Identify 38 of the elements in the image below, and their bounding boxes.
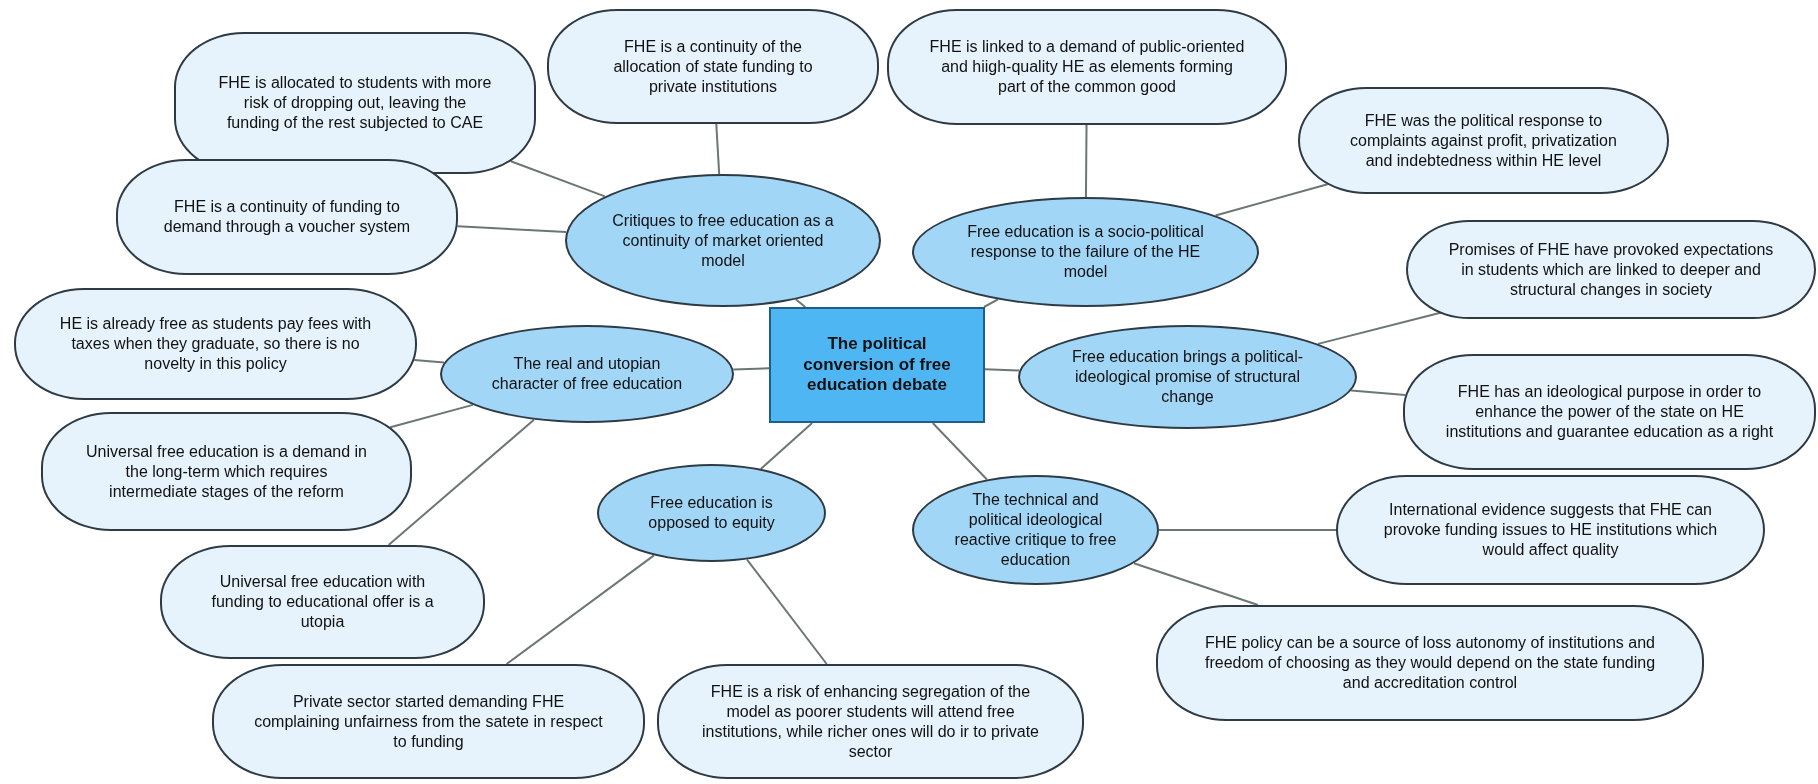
connector-line — [509, 160, 606, 198]
connector-line — [1350, 389, 1407, 397]
connector-line — [1214, 183, 1329, 217]
connector-line — [1084, 124, 1088, 198]
node-text: Free education brings a political-ideological promise of structural change — [1070, 347, 1305, 407]
node-text: Critiques to free education as a continuity of market oriented model — [611, 210, 835, 271]
connector-line — [1132, 562, 1259, 606]
node-text: FHE policy can be a source of loss autonomy of institutions and freedom of choosing as they would depend on the state funding and accreditation control — [1203, 633, 1657, 693]
node-text: Universal free education with funding to educational offer is a utopia — [210, 572, 435, 632]
connector-line — [732, 367, 770, 371]
idea-bubble — [174, 32, 536, 174]
node-text: FHE is linked to a demand of public-oriented and hiigh-quality HE as elements forming part of the common good — [929, 37, 1245, 97]
node-text: FHE was the political response to complaints against profit, privatization and indebtedness within HE level — [1349, 110, 1618, 171]
node-text: FHE is a continuity of the allocation of state funding to private institutions — [612, 36, 814, 97]
node-text: FHE is a risk of enhancing segregation of the model as poorer students will attend free institutions, while richer ones will do ir to private sector — [701, 681, 1040, 762]
connector-line — [759, 422, 814, 470]
central-topic-box — [769, 307, 985, 423]
node-text: FHE is a continuity of funding to demand through a voucher system — [162, 197, 412, 237]
node-text: FHE has an ideological purpose in order to enhance the power of the state on HE institutions and guarantee education as a right — [1445, 382, 1774, 442]
connector-line — [715, 123, 721, 175]
node-text: Private sector started demanding FHE complaining unfairness from the satete in respect to funding — [254, 691, 603, 752]
node-text: Free education is a socio-political response to the failure of the HE model — [966, 222, 1205, 282]
connector-line — [794, 298, 807, 308]
connector-line — [505, 554, 655, 665]
connector-line — [931, 422, 988, 481]
node-text: Universal free education is a demand in the long-term which requires intermediate stages of the reform — [84, 441, 368, 502]
connector-line — [389, 403, 474, 429]
node-text: Promises of FHE have provoked expectations in students which are linked to deeper and structural changes in society — [1448, 239, 1774, 300]
idea-bubble — [41, 412, 412, 531]
node-text: Free education is opposed to equity — [647, 493, 776, 533]
node-text: The political conversion of free education debate — [802, 334, 952, 396]
node-text: The technical and political ideological reactive critique to free education — [954, 490, 1117, 570]
connector-line — [983, 298, 999, 308]
node-text: FHE is allocated to students with more risk of dropping out, leaving the funding of the rest subjected to CAE — [217, 73, 493, 133]
node-text: HE is already free as students pay fees with taxes when they graduate, so there is no novelty in this policy — [58, 314, 373, 374]
connector-line — [1158, 529, 1337, 531]
node-text: International evidence suggests that FHE can provoke funding issues to HE institutions which would affect quality — [1382, 500, 1719, 560]
node-text: The real and utopian character of free education — [490, 354, 684, 394]
